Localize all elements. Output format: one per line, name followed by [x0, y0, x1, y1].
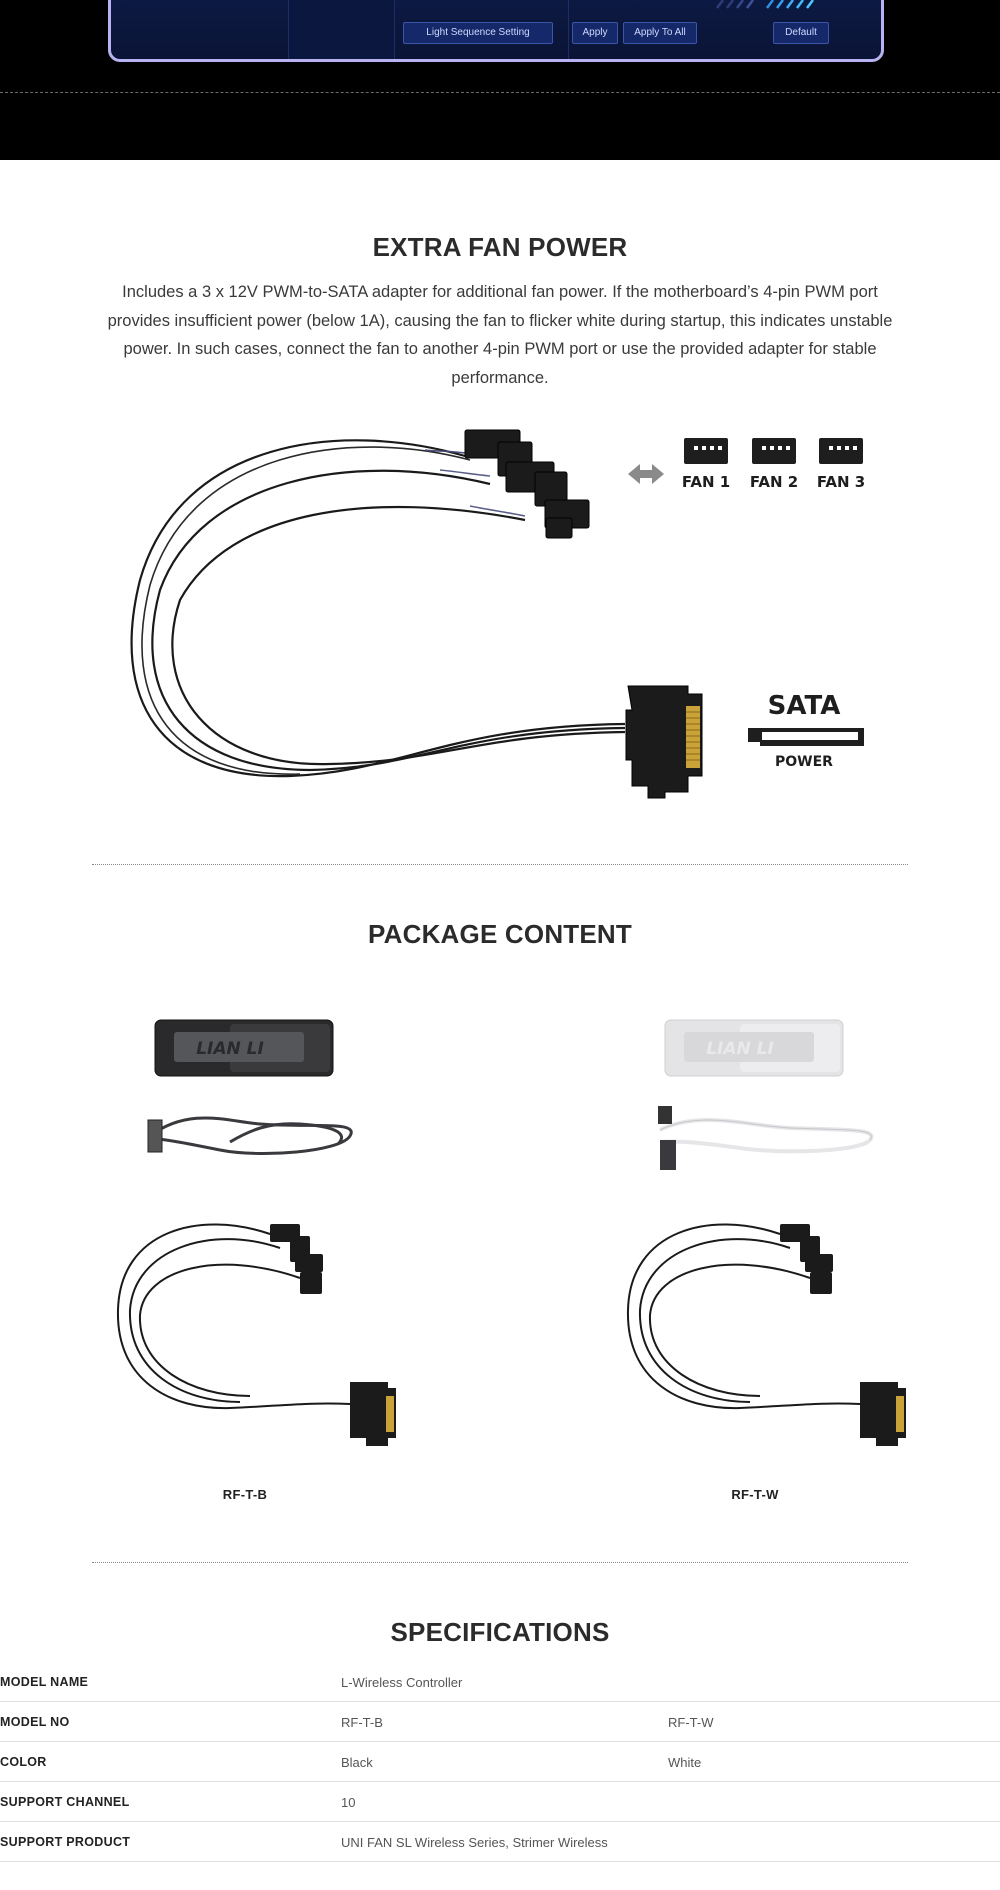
lian-li-logo-black: LIAN LI — [196, 1039, 264, 1059]
spec-key: MODEL NAME — [0, 1675, 89, 1689]
spec-key: COLOR — [0, 1755, 47, 1769]
spec-value: L-Wireless Controller — [341, 1675, 463, 1690]
spec-key: MODEL NO — [0, 1715, 70, 1729]
sata-label: SATA — [768, 691, 841, 721]
specifications-title: SPECIFICATIONS — [390, 1617, 610, 1647]
pwm-to-sata-adapter-diagram: FAN 1 FAN 2 FAN 3 SATA POWER — [130, 429, 865, 799]
package-label-white: RF-T-W — [731, 1487, 779, 1502]
lian-li-logo-white: LIAN LI — [706, 1039, 774, 1059]
extra-fan-power-title: EXTRA FAN POWER — [372, 232, 628, 262]
fan-3-label: FAN 3 — [817, 473, 865, 491]
default-button[interactable]: Default — [773, 22, 829, 44]
apply-button[interactable]: Apply — [572, 22, 618, 44]
divider — [0, 92, 1000, 93]
power-label: POWER — [775, 754, 833, 770]
package-label-black: RF-T-B — [222, 1487, 268, 1502]
spec-value: 10 — [341, 1795, 356, 1810]
fan-2-label: FAN 2 — [750, 473, 798, 491]
divider — [92, 1562, 908, 1563]
chevron-indicator-icon — [716, 0, 814, 9]
spec-value: RF-T-W — [668, 1715, 714, 1730]
fan-1-label: FAN 1 — [682, 473, 730, 491]
package-item-white: LIAN LI — [626, 1019, 906, 1446]
spec-row-support-product: SUPPORT PRODUCT UNI FAN SL Wireless Seri… — [0, 1822, 1000, 1862]
spec-value: UNI FAN SL Wireless Series, Strimer Wire… — [341, 1835, 608, 1850]
package-content-title: PACKAGE CONTENT — [368, 919, 632, 949]
spec-row-model-no: MODEL NO RF-T-B RF-T-W — [0, 1702, 1000, 1742]
panel-column — [395, 0, 569, 59]
spec-value: RF-T-B — [341, 1715, 383, 1730]
panel-column — [289, 0, 395, 59]
spec-value: White — [668, 1755, 702, 1770]
spec-row-color: COLOR Black White — [0, 1742, 1000, 1782]
spec-row-support-channel: SUPPORT CHANNEL 10 — [0, 1782, 1000, 1822]
spec-row-model-name: MODEL NAME L-Wireless Controller — [0, 1662, 1000, 1702]
light-sequence-setting-button[interactable]: Light Sequence Setting — [403, 22, 553, 44]
app-screenshot-panel: Light Sequence Setting Apply Apply To Al… — [108, 0, 884, 62]
spec-value: Black — [341, 1755, 373, 1770]
divider — [92, 864, 908, 865]
spec-key: SUPPORT PRODUCT — [0, 1835, 131, 1849]
fan-power-description: Includes a 3 x 12V PWM-to-SATA adapter f… — [107, 283, 893, 387]
top-dark-band: Light Sequence Setting Apply Apply To Al… — [0, 0, 1000, 160]
spec-key: SUPPORT CHANNEL — [0, 1795, 130, 1809]
package-item-black: LIAN LI — [116, 1019, 396, 1446]
panel-column — [111, 0, 289, 59]
apply-to-all-button[interactable]: Apply To All — [623, 22, 697, 44]
